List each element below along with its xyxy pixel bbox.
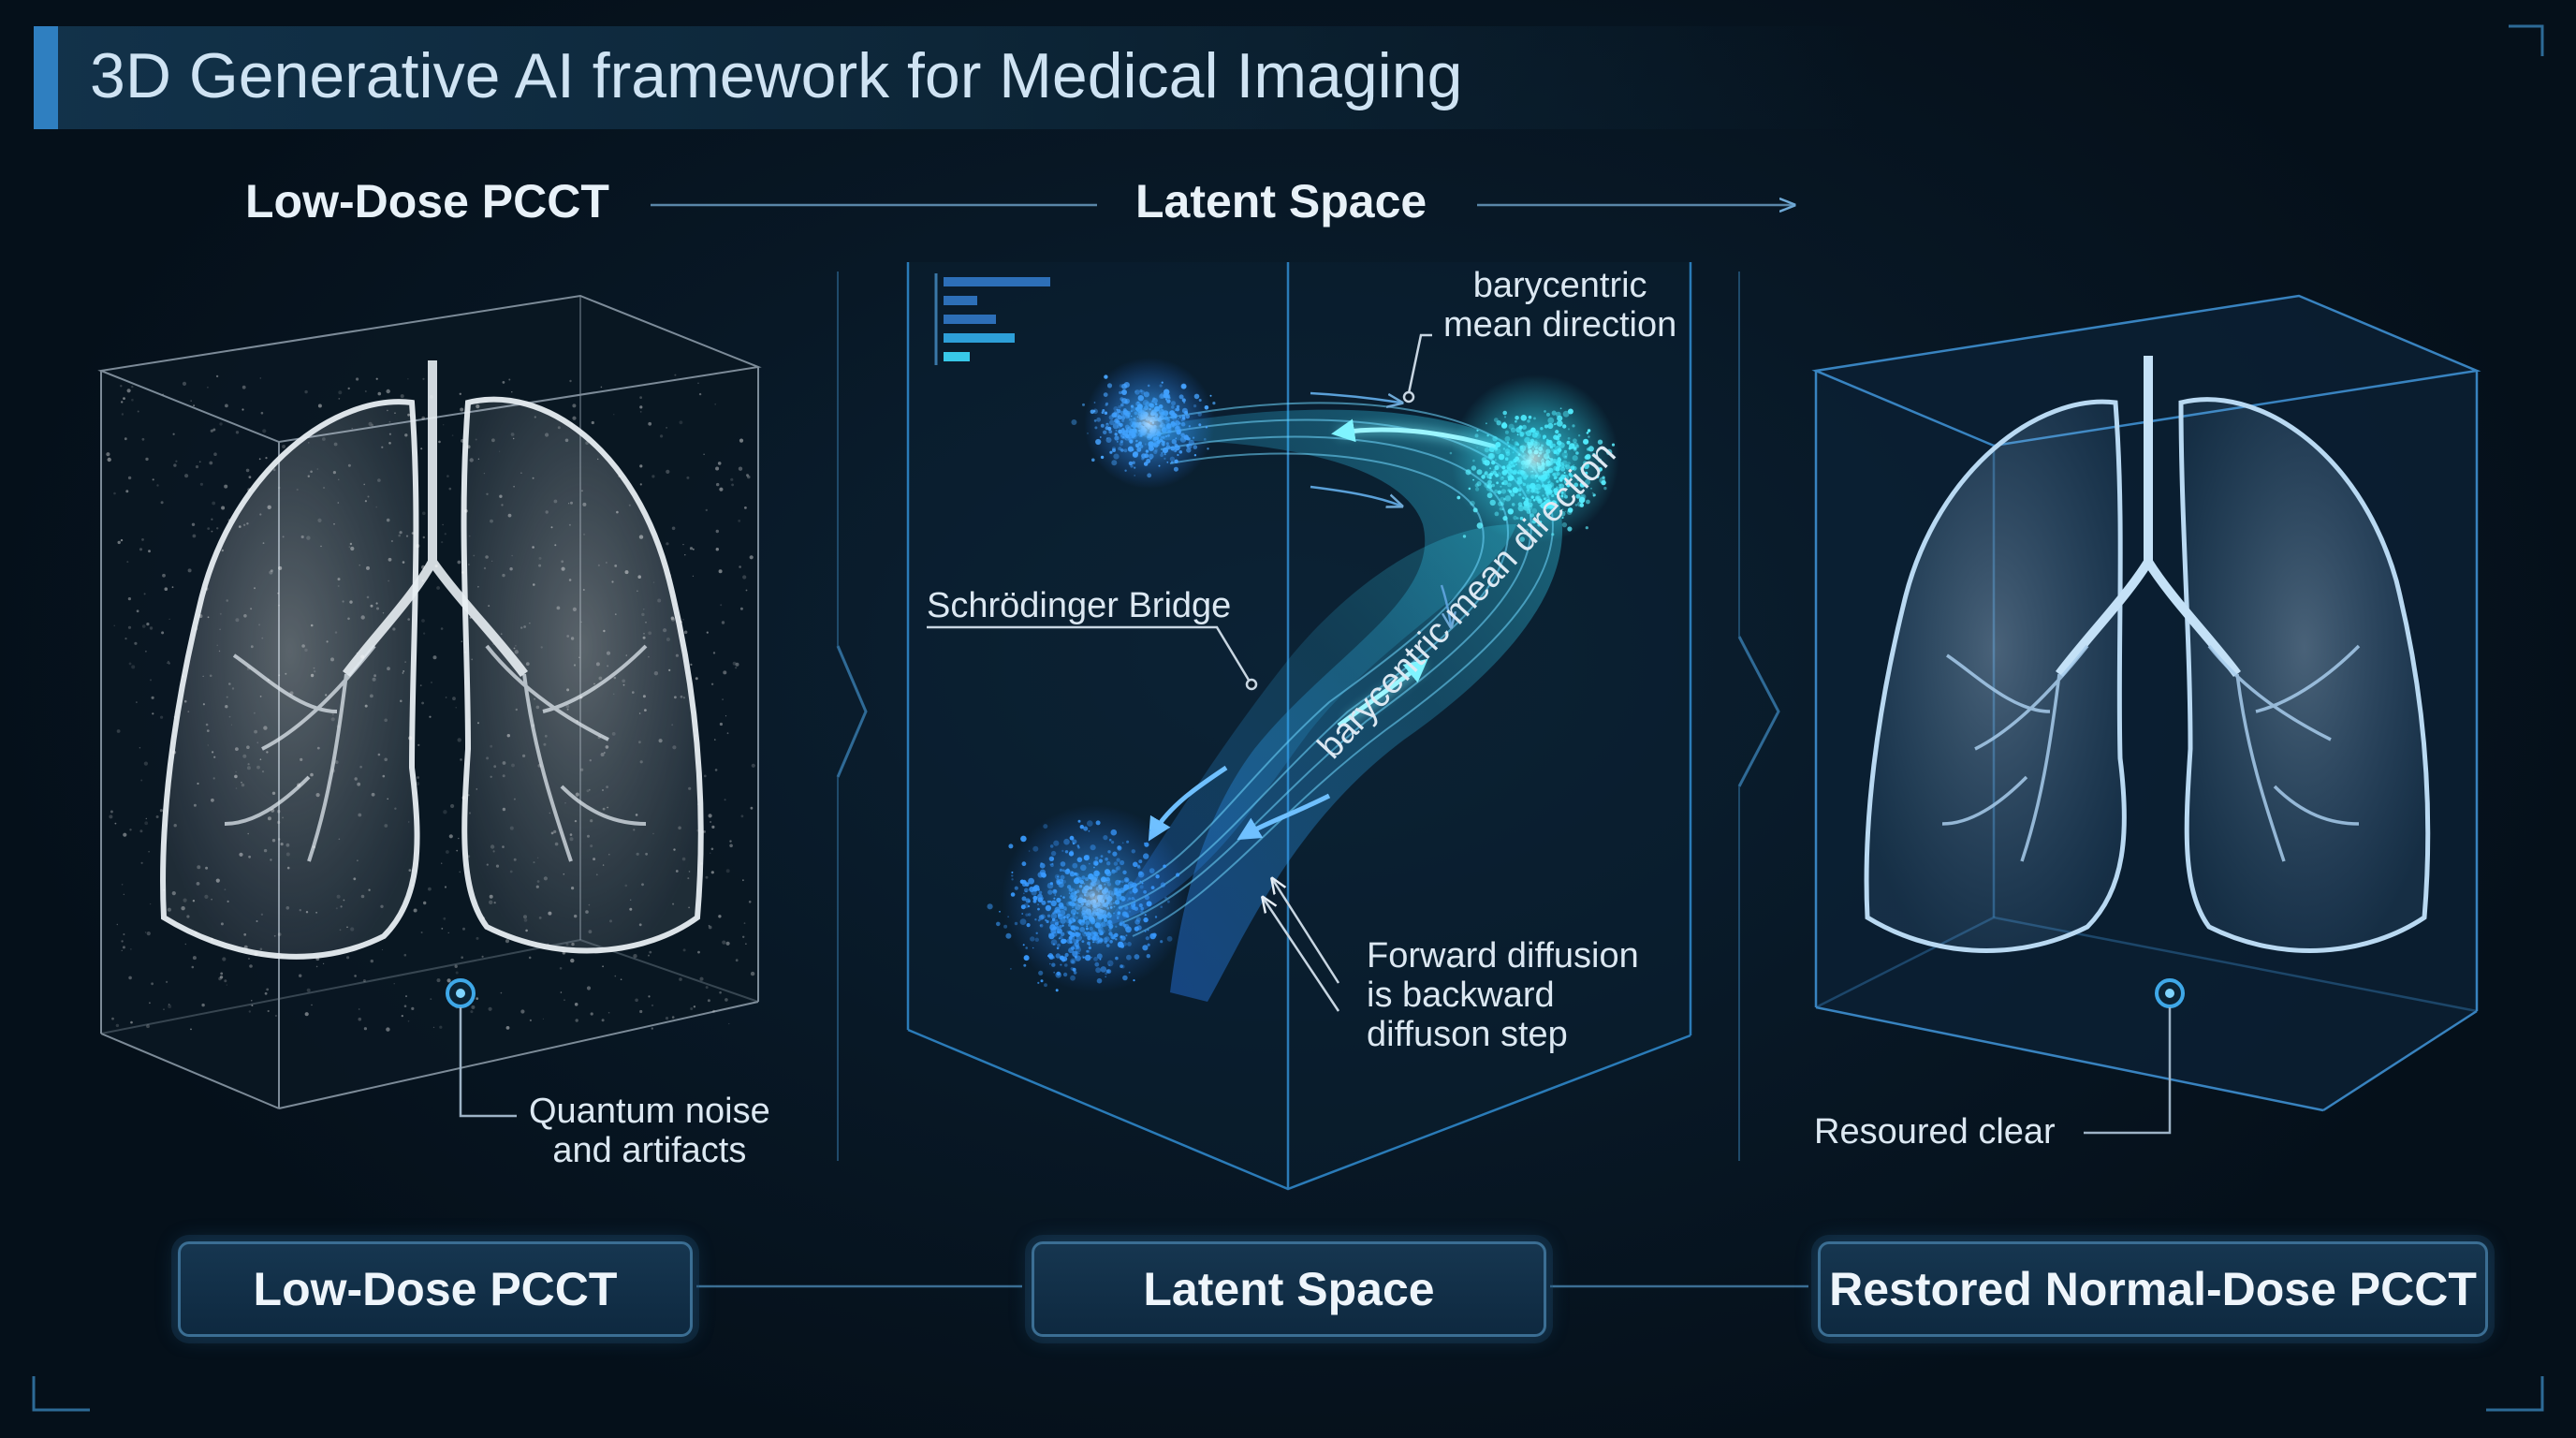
noisy-lung-left (160, 399, 420, 960)
annotation-line: Quantum noise (529, 1092, 770, 1131)
restored-trachea (2056, 356, 2241, 678)
box-restored-normal-dose: Restored Normal-Dose PCCT (1818, 1241, 2488, 1337)
noisy-bronchi (224, 644, 648, 862)
restored-lung-right (2178, 397, 2431, 953)
annotation-barycentric-top: barycentric mean direction (1443, 266, 1676, 345)
annotation-line: diffuson step (1367, 1015, 1568, 1054)
mini-bar-chart-icon (934, 273, 1050, 365)
title-bar (34, 26, 1868, 129)
annotation-line: mean direction (1443, 305, 1677, 345)
panel-separators (836, 271, 1780, 1161)
right-cube (1811, 294, 2481, 1135)
box-latent-space: Latent Space (1032, 1241, 1546, 1337)
annotation-restored-clear: Resoured clear (1814, 1112, 2056, 1152)
restored-vessels (1941, 644, 2361, 862)
noisy-trachea (343, 360, 528, 678)
box-label: Latent Space (1143, 1263, 1435, 1315)
title-accent-bar (34, 26, 58, 129)
annotation-line: is backward (1367, 976, 1555, 1015)
box-low-dose-pcct: Low-Dose PCCT (178, 1241, 693, 1337)
box-label: Restored Normal-Dose PCCT (1829, 1263, 2477, 1315)
quantum-noise-dots (106, 374, 755, 1032)
top-label-latent-space: Latent Space (1135, 175, 1427, 227)
annotation-forward-diffusion: Forward diffusion is backward diffuson s… (1367, 936, 1639, 1054)
page-title: 3D Generative AI framework for Medical I… (90, 40, 1463, 111)
annotation-line: barycentric (1472, 266, 1647, 305)
box-label: Low-Dose PCCT (253, 1263, 618, 1315)
noisy-lung-right (461, 396, 704, 954)
restored-lung-left (1864, 399, 2127, 953)
annotation-schrodinger-bridge: Schrödinger Bridge (927, 586, 1232, 625)
annotation-line: Forward diffusion (1367, 936, 1639, 976)
top-label-low-dose: Low-Dose PCCT (245, 175, 609, 227)
left-cube (97, 294, 762, 1118)
frame-corners (32, 24, 2544, 1412)
annotation-line: and artifacts (552, 1131, 747, 1170)
annotation-quantum-noise: Quantum noise and artifacts (529, 1092, 770, 1170)
latent-cube (906, 262, 1692, 1191)
